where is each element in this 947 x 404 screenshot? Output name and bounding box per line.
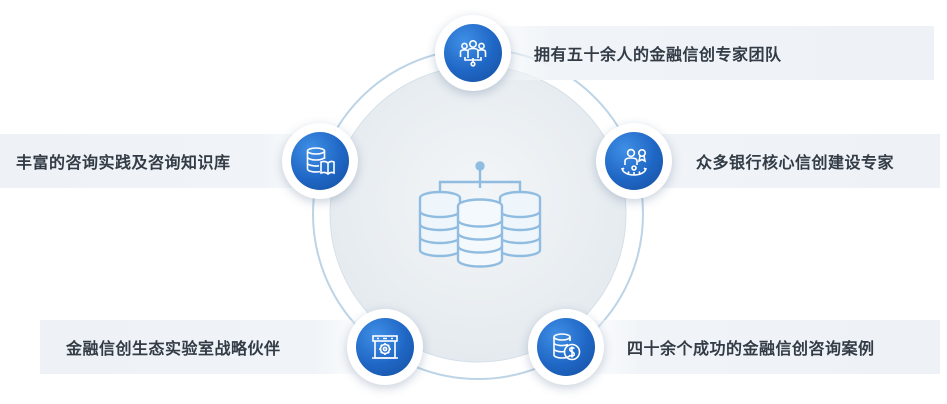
label-band-cases: 四十余个成功的金融信创咨询案例	[575, 320, 940, 374]
badge-team	[435, 15, 511, 91]
item-label-experts: 众多银行核心信创建设专家	[696, 153, 895, 172]
label-band-lab: 金融信创生态实验室战略伙伴	[40, 320, 375, 374]
item-label-team: 拥有五十余人的金融信创专家团队	[534, 45, 782, 64]
item-label-cases: 四十余个成功的金融信创咨询案例	[627, 339, 875, 358]
label-band-knowledge: 丰富的咨询实践及咨询知识库	[0, 134, 320, 188]
lab-building-icon	[372, 335, 398, 359]
badge-knowledge	[282, 123, 358, 199]
item-label-knowledge: 丰富的咨询实践及咨询知识库	[16, 153, 231, 172]
badge-experts	[596, 123, 672, 199]
badge-cases	[528, 309, 604, 385]
label-band-team: 拥有五十余人的金融信创专家团队	[470, 26, 934, 80]
item-label-lab: 金融信创生态实验室战略伙伴	[66, 339, 281, 358]
badge-lab	[347, 309, 423, 385]
database-cluster-icon	[418, 161, 542, 268]
expert-gear-icon	[621, 148, 647, 176]
team-icon	[459, 40, 487, 67]
database-book-icon	[306, 147, 335, 176]
coins-icon	[553, 333, 581, 361]
